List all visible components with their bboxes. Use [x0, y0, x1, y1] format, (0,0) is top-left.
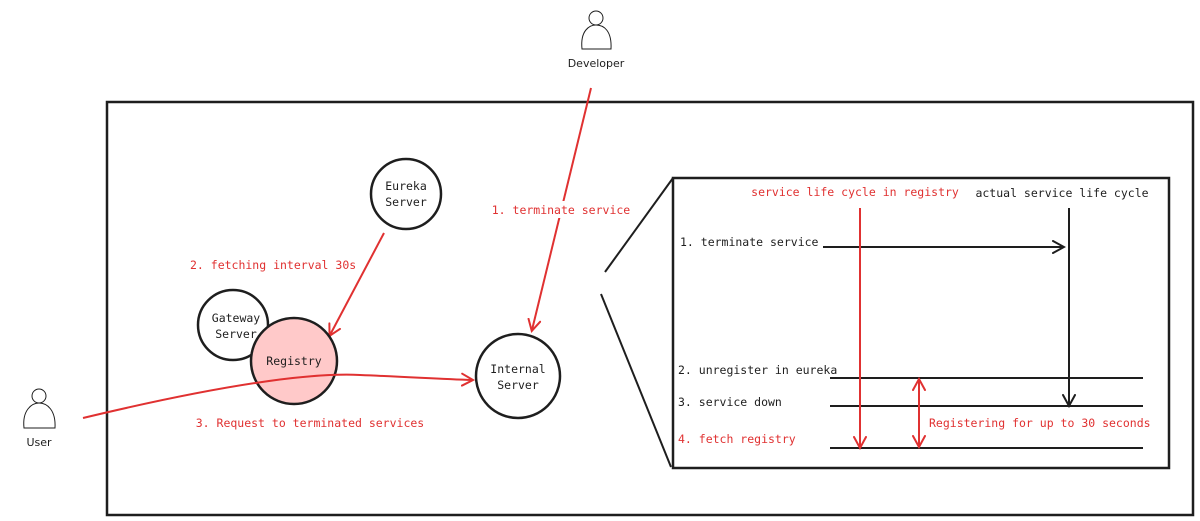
gap-note: Registering for up to 30 seconds [929, 416, 1151, 430]
gateway-server-node[interactable]: Gateway Server [196, 288, 270, 362]
request-label: 3. Request to terminated services [196, 416, 424, 430]
eureka-server-node[interactable]: Eureka Server [369, 157, 443, 231]
fetching-label: 2. fetching interval 30s [190, 258, 356, 272]
step-3-label: 3. service down [678, 395, 782, 409]
step-1-label: 1. terminate service [680, 235, 819, 249]
user-label: User [26, 436, 52, 449]
registry-label: Registry [266, 354, 321, 368]
internal-server-node[interactable]: Internal Server [474, 332, 562, 420]
eureka-circle [369, 157, 443, 231]
terminate-label: 1. terminate service [492, 203, 631, 217]
callout-line-bottom [600, 293, 672, 468]
system-boundary [105, 100, 1195, 517]
person-icon-head [588, 10, 604, 26]
internal-line2: Server [497, 378, 539, 392]
callout-line-top [604, 177, 674, 273]
user-actor[interactable]: User [23, 388, 56, 449]
developer-actor[interactable]: Developer [568, 10, 625, 70]
eureka-line2: Server [385, 195, 427, 209]
registry-node[interactable]: Registry [249, 316, 339, 406]
request-arrow [82, 375, 472, 419]
internal-circle [474, 332, 562, 420]
internal-line1: Internal [490, 362, 545, 376]
person-icon-head [31, 388, 47, 404]
gateway-circle [196, 288, 270, 362]
person-icon [581, 24, 612, 50]
col-actual-label: actual service life cycle [975, 186, 1148, 200]
gateway-line1: Gateway [212, 311, 261, 325]
developer-label: Developer [568, 57, 625, 70]
step-4-label: 4. fetch registry [678, 432, 796, 446]
eureka-line1: Eureka [385, 179, 427, 193]
label-bg [492, 201, 628, 218]
registry-circle [249, 316, 339, 406]
col-registry-label: service life cycle in registry [751, 185, 959, 199]
gateway-line2: Server [215, 327, 257, 341]
person-icon [23, 402, 56, 429]
fetching-arrow [330, 232, 385, 335]
step-2-label: 2. unregister in eureka [678, 363, 837, 377]
